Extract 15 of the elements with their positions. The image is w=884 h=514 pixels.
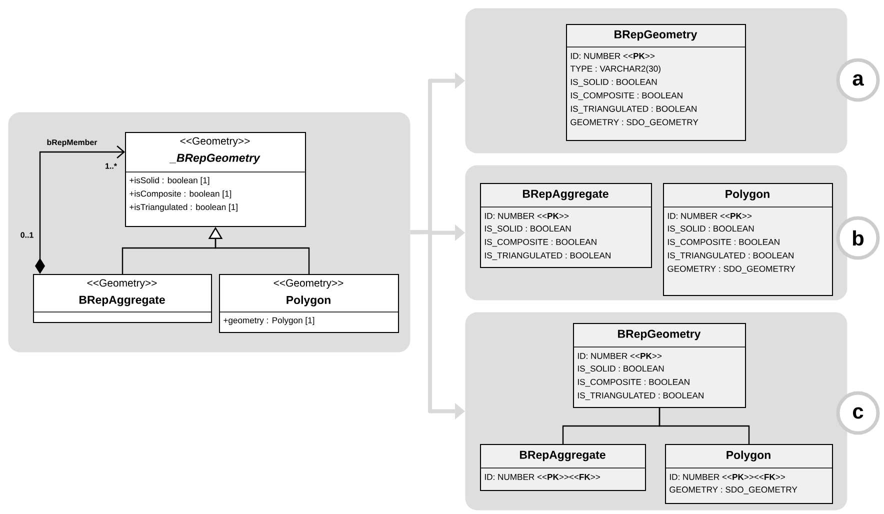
entity-table: Polygon ID: NUMBER <<PK>><<FK>> GEOMETRY : SDO_GEOMETRY <box>664 444 833 504</box>
letter-badge: b <box>836 216 880 260</box>
letter-badge: a <box>836 58 880 102</box>
node-label: a <box>852 74 864 86</box>
entity-table: BRepAggregate ID: NUMBER <<PK>> IS_SOLID : BOOLEAN IS_COMPOSITE : BOOLEAN IS_TRIANGULATED : BOOLEAN <box>480 183 652 268</box>
entity-table: Polygon ID: NUMBER <<PK>> IS_SOLID : BOOLEAN IS_COMPOSITE : BOOLEAN IS_TRIANGULATED : BOOLEAN GEOMETRY : SDO_GEOMETRY <box>662 183 833 296</box>
entity-table: BRepGeometry ID: NUMBER <<PK>> IS_SOLID : BOOLEAN IS_COMPOSITE : BOOLEAN IS_TRIANGULATED : BOOLEAN <box>572 323 746 408</box>
class-box: <<Geometry>> BRepAggregate <box>32 274 212 323</box>
node-label: b <box>852 230 864 246</box>
entity-table: BRepAggregate ID: NUMBER <<PK>><<FK>> <box>480 444 646 491</box>
entity-table: BRepGeometry ID: NUMBER <<PK>> TYPE : VARCHAR2(30) IS_SOLID : BOOLEAN IS_COMPOSITE : BOOLEAN IS_TRIANGULATED : BOOLEAN GEOMETRY : SDO_GEOMETRY <box>566 24 746 141</box>
class-box: <<Geometry>> Polygon +geometry : Polygon [1] <box>218 274 399 333</box>
letter-badge: c <box>836 391 880 435</box>
node-label: c <box>852 407 864 419</box>
class-box: <<Geometry>> _BRepGeometry +isSolid : boolean [1] +isComposite : boolean [1] +isTriangulated : boolean [1] <box>124 132 306 227</box>
